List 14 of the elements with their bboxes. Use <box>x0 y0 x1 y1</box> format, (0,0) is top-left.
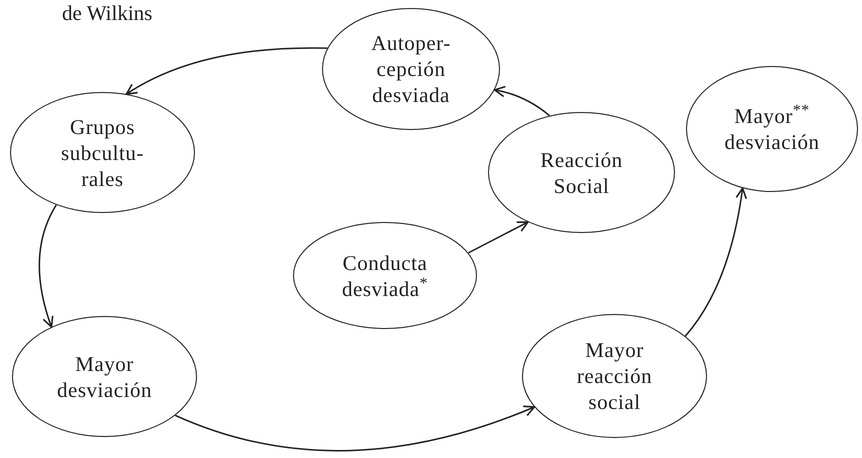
arrow <box>494 86 550 116</box>
node-label: Mayor desviación <box>56 350 154 402</box>
node-label: Mayor$^{**}$ desviación <box>723 103 821 155</box>
node-label: Reacción Social <box>539 146 624 198</box>
arrow <box>684 187 747 337</box>
arrow <box>38 204 57 328</box>
node-label: Mayor reacción social <box>576 337 654 415</box>
arrow <box>468 221 529 254</box>
caption-text: de Wilkins <box>62 1 152 25</box>
node-label: Autoper- cepción desviada <box>370 30 452 108</box>
node-label: Grupos subcultu- rales <box>60 114 145 192</box>
arrow <box>126 47 328 95</box>
arrow <box>175 405 536 452</box>
node-label: Conducta desviada$^{*}$ <box>340 250 430 302</box>
